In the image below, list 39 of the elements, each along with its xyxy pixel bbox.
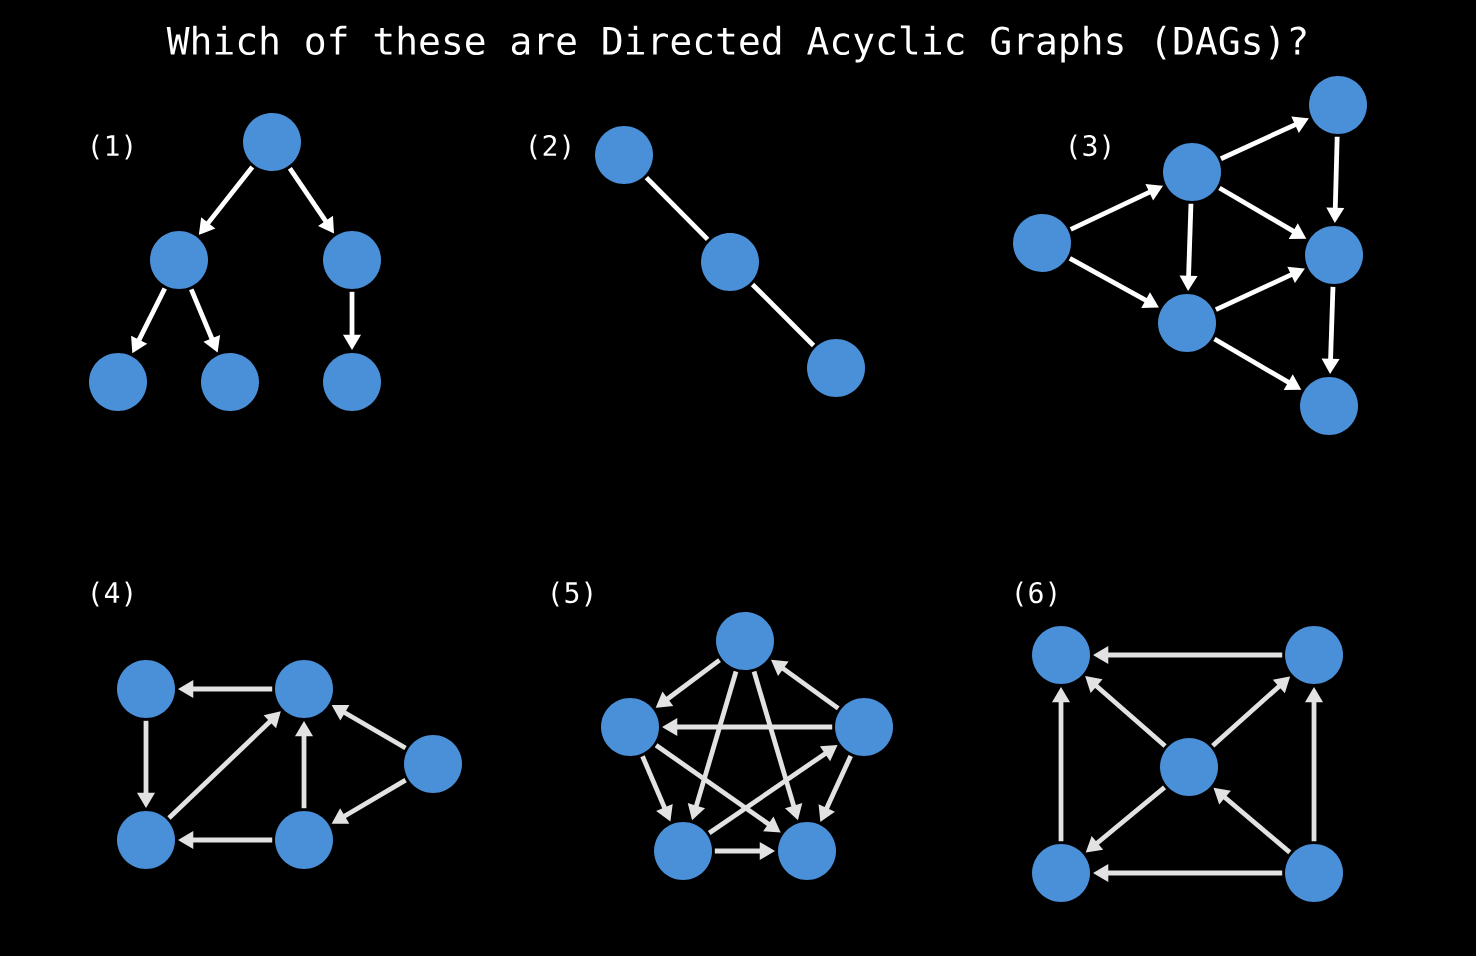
graph-vertex xyxy=(1163,143,1221,201)
graph-vertex xyxy=(716,612,774,670)
panel-number: (4) xyxy=(92,581,132,607)
title: Which of these are Directed Acyclic Graphs (DAGs)? xyxy=(166,25,1306,63)
graph-vertex xyxy=(1013,214,1071,272)
graph-vertex xyxy=(1305,226,1363,284)
graph-vertex xyxy=(595,126,653,184)
panel-number: (6) xyxy=(1016,581,1056,607)
graph-vertex xyxy=(150,231,208,289)
graph-vertex xyxy=(404,735,462,793)
graph-vertex xyxy=(1285,844,1343,902)
graph-vertex xyxy=(201,353,259,411)
graph-vertex xyxy=(275,811,333,869)
graph-vertex xyxy=(89,353,147,411)
graph-vertex xyxy=(1158,294,1216,352)
graph-vertex xyxy=(807,339,865,397)
connecting-line xyxy=(644,175,710,242)
panel-number: (5) xyxy=(552,581,592,607)
graph-vertex xyxy=(1032,626,1090,684)
graph-vertex xyxy=(601,698,659,756)
graph-vertex xyxy=(778,822,836,880)
graph-vertex xyxy=(1160,738,1218,796)
graph-vertex xyxy=(654,822,712,880)
panel-number: (3) xyxy=(1070,134,1110,160)
graph-vertex xyxy=(275,660,333,718)
graph-vertex xyxy=(323,231,381,289)
graph-vertex xyxy=(243,113,301,171)
connecting-line xyxy=(750,282,816,348)
graph-vertex xyxy=(117,660,175,718)
graph-vertex xyxy=(323,353,381,411)
graph-vertex xyxy=(1032,844,1090,902)
arrow xyxy=(167,711,281,820)
graph-vertex xyxy=(701,233,759,291)
graph-vertex xyxy=(1300,377,1358,435)
graph-vertex xyxy=(1285,626,1343,684)
panel-number: (1) xyxy=(92,134,132,160)
graph-vertex xyxy=(117,811,175,869)
graph-vertex xyxy=(835,698,893,756)
graph-vertex xyxy=(1309,76,1367,134)
